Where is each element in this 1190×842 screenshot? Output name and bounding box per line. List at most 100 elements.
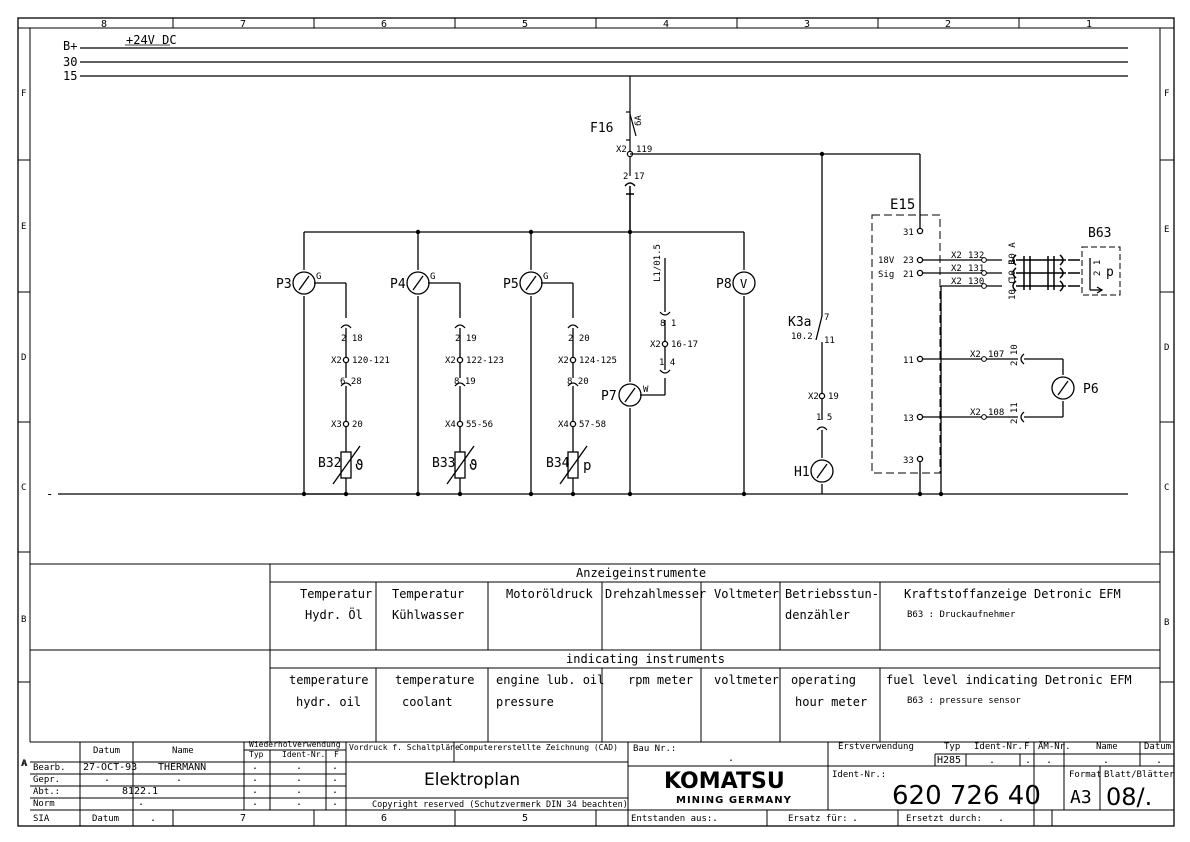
tb-ev-id-dot: . xyxy=(989,755,995,766)
tb-format-label: Format xyxy=(1069,770,1102,780)
tb-r3-id-dot: . xyxy=(296,785,302,796)
row-D-right: D xyxy=(1164,343,1169,353)
e15-pin-31: 31 xyxy=(903,228,914,238)
b63-internals xyxy=(1089,258,1104,294)
legend-header-en: indicating instruments xyxy=(566,652,725,666)
tb-bearb-date: 27-OCT-93 xyxy=(83,762,137,773)
tb-r4-typ-dot: . xyxy=(252,797,258,808)
row-E-left: E xyxy=(21,222,26,232)
p4-branch xyxy=(406,232,475,494)
plug-10a: 10 A xyxy=(1008,242,1018,264)
p6-label: P6 xyxy=(1083,382,1099,397)
p6-branch xyxy=(1020,353,1075,423)
tb-r2-f-dot: . xyxy=(332,773,338,784)
e15-connector-x2 xyxy=(981,257,987,420)
row-B-left: B xyxy=(21,615,26,625)
legend-en-2-line1: temperature xyxy=(395,673,474,687)
tb-row-a: A xyxy=(22,759,28,769)
p3-mark: G xyxy=(316,272,321,282)
e15-pin-13: 13 xyxy=(903,414,914,424)
rail-voltage: +24V DC xyxy=(126,33,177,47)
p5-conn2: X4 xyxy=(558,420,569,430)
tb-company-logo: KOMATSU xyxy=(664,769,785,794)
tb-ersatz-fuer: Ersatz für: xyxy=(788,814,848,824)
column-2: 2 xyxy=(945,19,951,30)
legend-de-7-line1: Kraftstoffanzeige Detronic EFM xyxy=(904,587,1121,601)
plug-block-10 xyxy=(1012,254,1080,292)
legend-de-2-line2: Kühlwasser xyxy=(392,608,464,622)
tb-ersatz-fuer-dot: . xyxy=(852,813,858,824)
legend-en-2-line2: coolant xyxy=(402,695,453,709)
legend-en-3-line2: pressure xyxy=(496,695,554,709)
e15-18v: 18V xyxy=(878,256,895,266)
row-C-left: C xyxy=(21,483,26,493)
row-D-left: D xyxy=(21,353,26,363)
tb-vordruck: Vordruck f. Schaltpläne xyxy=(349,743,460,752)
p7-branch xyxy=(618,232,671,494)
tb-ev-ident: Ident-Nr. xyxy=(974,742,1023,752)
tb-erstverwendung: Erstverwendung xyxy=(838,742,914,752)
tb-norm: Norm xyxy=(33,799,55,809)
tb-entstanden-dot: . xyxy=(712,813,718,824)
rail-30: 30 xyxy=(63,55,77,69)
tb-format-value: A3 xyxy=(1070,787,1092,808)
fuse-connector: X2 xyxy=(616,145,627,155)
tb-footer-col5: 5 xyxy=(522,813,528,824)
p5-conn-terminal: 124-125 xyxy=(579,356,617,366)
p4-mark: G xyxy=(430,272,435,282)
p7-mark: W xyxy=(643,385,649,395)
tb-ev-f-dot: . xyxy=(1025,755,1031,766)
tb-sia: SIA xyxy=(33,814,50,824)
tb-copyright: Copyright reserved (Schutzvermerk DIN 34… xyxy=(372,800,628,810)
e15-pin-23: 23 xyxy=(903,256,914,266)
tb-abt-value: 8122.1 xyxy=(122,786,158,797)
tb-ersetzt-durch: Ersetzt durch: xyxy=(906,814,982,824)
p5-plug1: 2 20 xyxy=(568,334,590,344)
column-5: 5 xyxy=(522,19,528,30)
e15-x2-108: 108 xyxy=(988,408,1004,418)
p4-conn: X2 xyxy=(445,356,456,366)
tb-r4-f-dot: . xyxy=(332,797,338,808)
tb-identnr: Ident-Nr. xyxy=(282,750,325,759)
legend-de-1-line1: Temperatur xyxy=(300,587,372,601)
p3-plug2: 6 28 xyxy=(340,377,362,387)
tb-r4-id-dot: . xyxy=(296,797,302,808)
p3-plug1: 2 18 xyxy=(341,334,363,344)
tb-ev-typ-value: H285 xyxy=(937,755,961,766)
p4-label: P4 xyxy=(390,277,406,292)
legend-de-4-line1: Drehzahlmesser xyxy=(605,587,706,601)
legend-de-7-line2: B63 : Druckaufnehmer xyxy=(907,610,1016,620)
tb-ersetzt-durch-dot: . xyxy=(998,813,1004,824)
p5-mark: G xyxy=(543,272,548,282)
tb-ev-typ: Typ xyxy=(944,742,960,752)
k3a-pin-b: 11 xyxy=(824,336,835,346)
legend-en-1-line2: hydr. oil xyxy=(296,695,361,709)
tb-col-name: Name xyxy=(172,746,194,756)
rail-ground: - xyxy=(46,487,53,501)
e15-label: E15 xyxy=(890,197,915,213)
tb-footer-col7: 7 xyxy=(240,813,246,824)
tb-title: Elektroplan xyxy=(424,770,520,790)
p7-conn-terminal: 16-17 xyxy=(671,340,698,350)
tb-blatt-label: Blatt/Blätter xyxy=(1104,770,1175,780)
p3-conn: X2 xyxy=(331,356,342,366)
tb-f: F xyxy=(334,750,339,759)
tb-wiederhol: Wiederholverwendung xyxy=(249,740,341,749)
fuse-f16 xyxy=(626,76,920,176)
b63-label: B63 xyxy=(1088,226,1111,241)
tb-col-datum: Datum xyxy=(93,746,120,756)
column-6: 6 xyxy=(381,19,387,30)
row-A-left: A xyxy=(21,759,27,769)
column-1: 1 xyxy=(1086,19,1092,30)
k3a-conn-terminal: 19 xyxy=(828,392,839,402)
p3-conn2: X3 xyxy=(331,420,342,430)
fuse-label: F16 xyxy=(590,121,613,136)
tb-company-sub: MINING GERMANY xyxy=(676,795,792,806)
tb-bau-nr: Bau Nr.: xyxy=(633,744,676,754)
tb-bearb-name: THERMANN xyxy=(158,762,206,773)
p8-label: P8 xyxy=(716,277,732,292)
plug-10b: 10 B xyxy=(1008,259,1018,281)
tb-ev-f: F xyxy=(1024,742,1029,752)
sensor-b32-label: B32 xyxy=(318,456,341,471)
tb-aem-nr: ÄM-Nr. xyxy=(1038,741,1071,752)
